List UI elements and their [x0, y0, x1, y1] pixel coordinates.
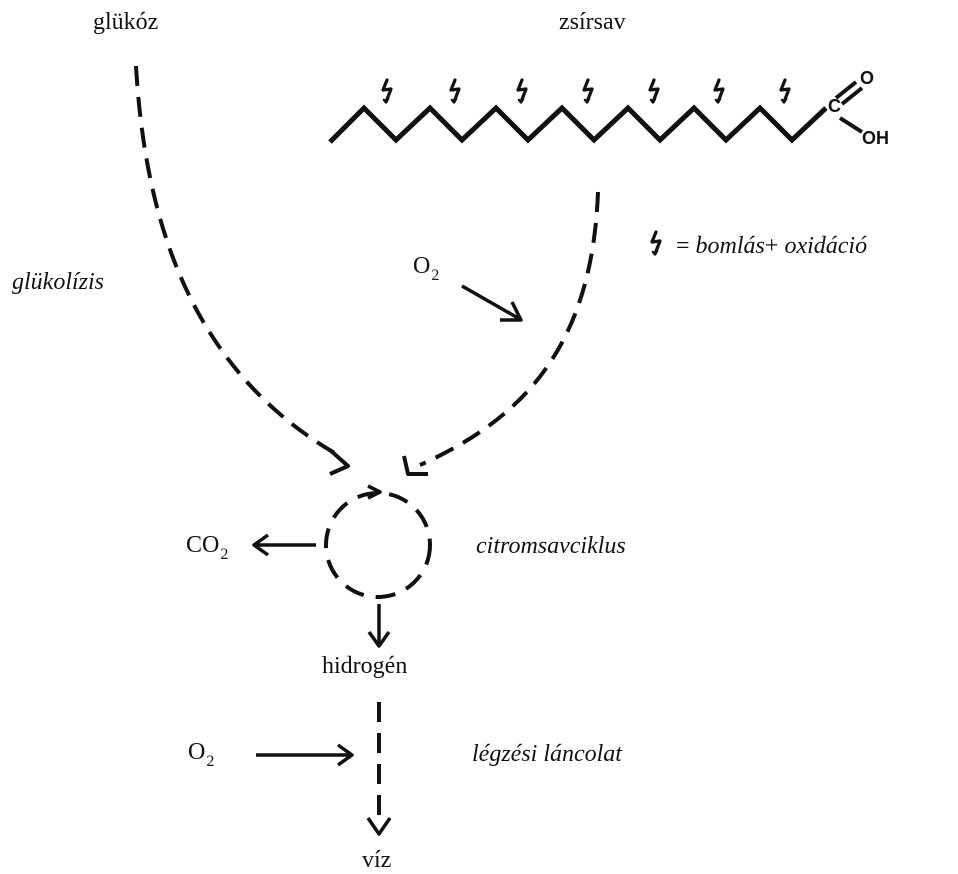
- water-arrowhead-icon: [366, 817, 392, 836]
- co2-text: CO: [186, 532, 220, 558]
- co2-arrowhead-icon: [252, 533, 270, 557]
- beta-oxidation-dashed-path: [419, 191, 600, 467]
- cleavage-bolt-icon: [713, 78, 725, 104]
- glycolysis-dashed-path: [134, 65, 339, 457]
- hydrogen-arrowhead-icon: [367, 630, 391, 648]
- water-label: víz: [362, 847, 392, 873]
- o2-bottom-label: O2: [188, 738, 215, 770]
- legend-equals: =: [676, 233, 690, 259]
- o2-top-label: O2: [413, 252, 440, 284]
- beta-oxidation-arrowhead-icon: [402, 455, 428, 476]
- hydroxyl-bond: [838, 116, 864, 134]
- fatty-acid-chain: [328, 104, 828, 144]
- o2-bottom-text: O: [188, 739, 206, 765]
- glycolysis-label: glükolízis: [12, 269, 105, 295]
- oxygen-atom-label: O: [860, 68, 875, 88]
- cleavage-bolt-icon: [582, 78, 594, 104]
- o2-top-subscript: 2: [431, 267, 440, 284]
- co2-subscript: 2: [220, 546, 229, 563]
- legend-oxidation: oxidáció: [784, 233, 868, 259]
- o2-bottom-subscript: 2: [206, 753, 215, 770]
- legend-bolt-icon: [650, 230, 662, 256]
- o2-top-arrow: [461, 284, 519, 320]
- hydrogen-label: hidrogén: [322, 653, 408, 679]
- o2-bottom-arrowhead-icon: [336, 743, 354, 767]
- cleavage-bolt-icon: [381, 78, 393, 104]
- legend-decomposition: bomlás: [695, 233, 765, 259]
- cleavage-bolt-icon: [779, 78, 791, 104]
- o2-top-arrowhead-icon: [500, 301, 523, 322]
- fatty-acid-label: zsírsav: [559, 9, 626, 35]
- carbon-atom-label: C: [828, 96, 841, 116]
- cleavage-bolt-icon: [648, 78, 660, 104]
- cycle-arrowhead-icon: [367, 484, 382, 500]
- cleavage-bolt-icon: [516, 78, 528, 104]
- glucose-label: glükóz: [93, 9, 159, 35]
- citric-acid-cycle-label: citromsavciklus: [476, 533, 626, 559]
- carbonyl-bond-2: [840, 86, 864, 106]
- hydroxyl-label: OH: [862, 128, 889, 148]
- respiratory-chain-label: légzési láncolat: [472, 741, 622, 767]
- glycolysis-arrowhead-icon: [328, 448, 350, 476]
- o2-top-text: O: [413, 253, 431, 279]
- carbonyl-bond-1: [834, 80, 858, 100]
- legend-plus: +: [764, 233, 779, 259]
- cleavage-bolt-icon: [449, 78, 461, 104]
- citric-acid-cycle-circle: [324, 491, 432, 599]
- legend-text: = bomlás+ oxidáció: [676, 232, 867, 260]
- co2-label: CO2: [186, 531, 229, 563]
